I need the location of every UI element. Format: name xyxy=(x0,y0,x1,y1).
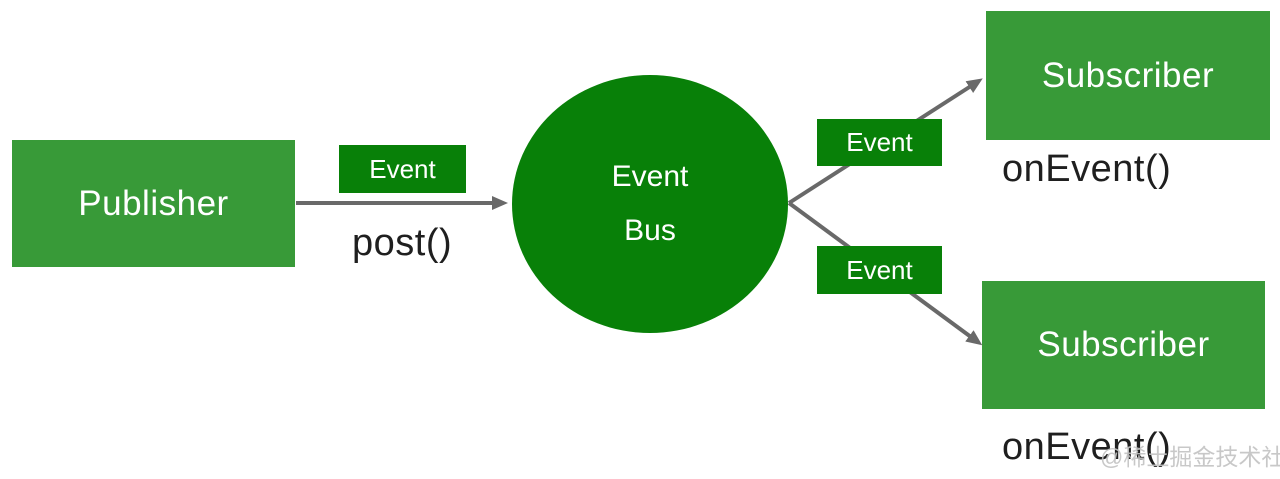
event-tag-subscriber-top-label: Event xyxy=(846,127,913,157)
subscriber-top-label: Subscriber xyxy=(1041,55,1215,95)
event-tag-publisher: Event xyxy=(339,145,466,193)
onevent-method-label-bottom: onEvent() xyxy=(1002,426,1172,468)
event-tag-subscriber-top: Event xyxy=(817,119,942,166)
subscriber-bottom-node: Subscriber xyxy=(982,281,1265,409)
event-tag-subscriber-bottom: Event xyxy=(817,246,942,294)
publisher-label: Publisher xyxy=(78,183,229,223)
publisher-node: Publisher xyxy=(12,140,295,267)
event-bus-label-line2: Bus xyxy=(624,214,676,247)
event-tag-subscriber-bottom-label: Event xyxy=(846,254,913,285)
post-method-label: post() xyxy=(352,222,453,264)
event-tag-publisher-label: Event xyxy=(369,153,436,184)
watermark: @稀土掘金技术社区 xyxy=(1100,444,1280,470)
subscriber-bottom-label: Subscriber xyxy=(1037,325,1210,364)
subscriber-top-node: Subscriber xyxy=(986,11,1270,140)
onevent-method-label-top: onEvent() xyxy=(1002,148,1172,190)
event-bus-node: Event Bus xyxy=(512,75,788,333)
event-bus-label-line1: Event xyxy=(611,160,689,193)
